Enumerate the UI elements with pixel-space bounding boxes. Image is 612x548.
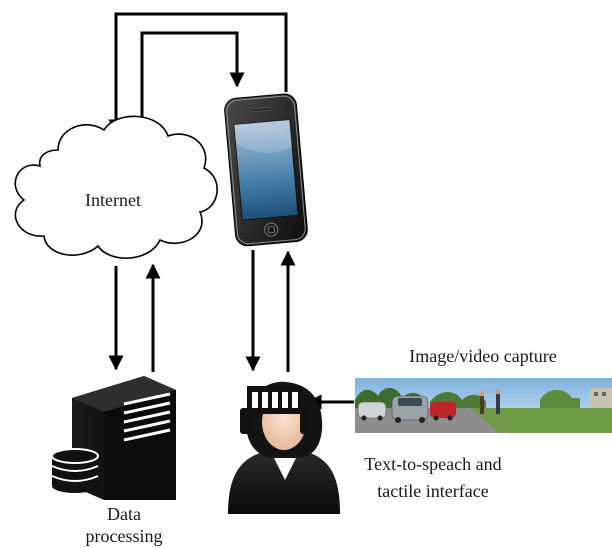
arrow-internet-to-phone <box>140 31 245 150</box>
street-photo-icon <box>355 378 612 433</box>
arrow-phone-to-internet <box>108 12 288 135</box>
image-capture-label: Image/video capture <box>409 346 556 366</box>
server-icon <box>72 376 176 500</box>
database-icon <box>51 448 99 493</box>
cloud-icon <box>14 115 218 259</box>
connectors <box>108 12 354 410</box>
tts-label-line1: Text-to-speach and <box>364 454 501 474</box>
data-processing-label-line2: processing <box>86 526 163 546</box>
tts-label-line2: tactile interface <box>377 481 488 501</box>
data-processing-label-line1: Data <box>107 504 141 524</box>
internet-label: Internet <box>85 190 141 210</box>
smartphone-icon <box>224 93 308 247</box>
user-icon <box>228 381 340 514</box>
